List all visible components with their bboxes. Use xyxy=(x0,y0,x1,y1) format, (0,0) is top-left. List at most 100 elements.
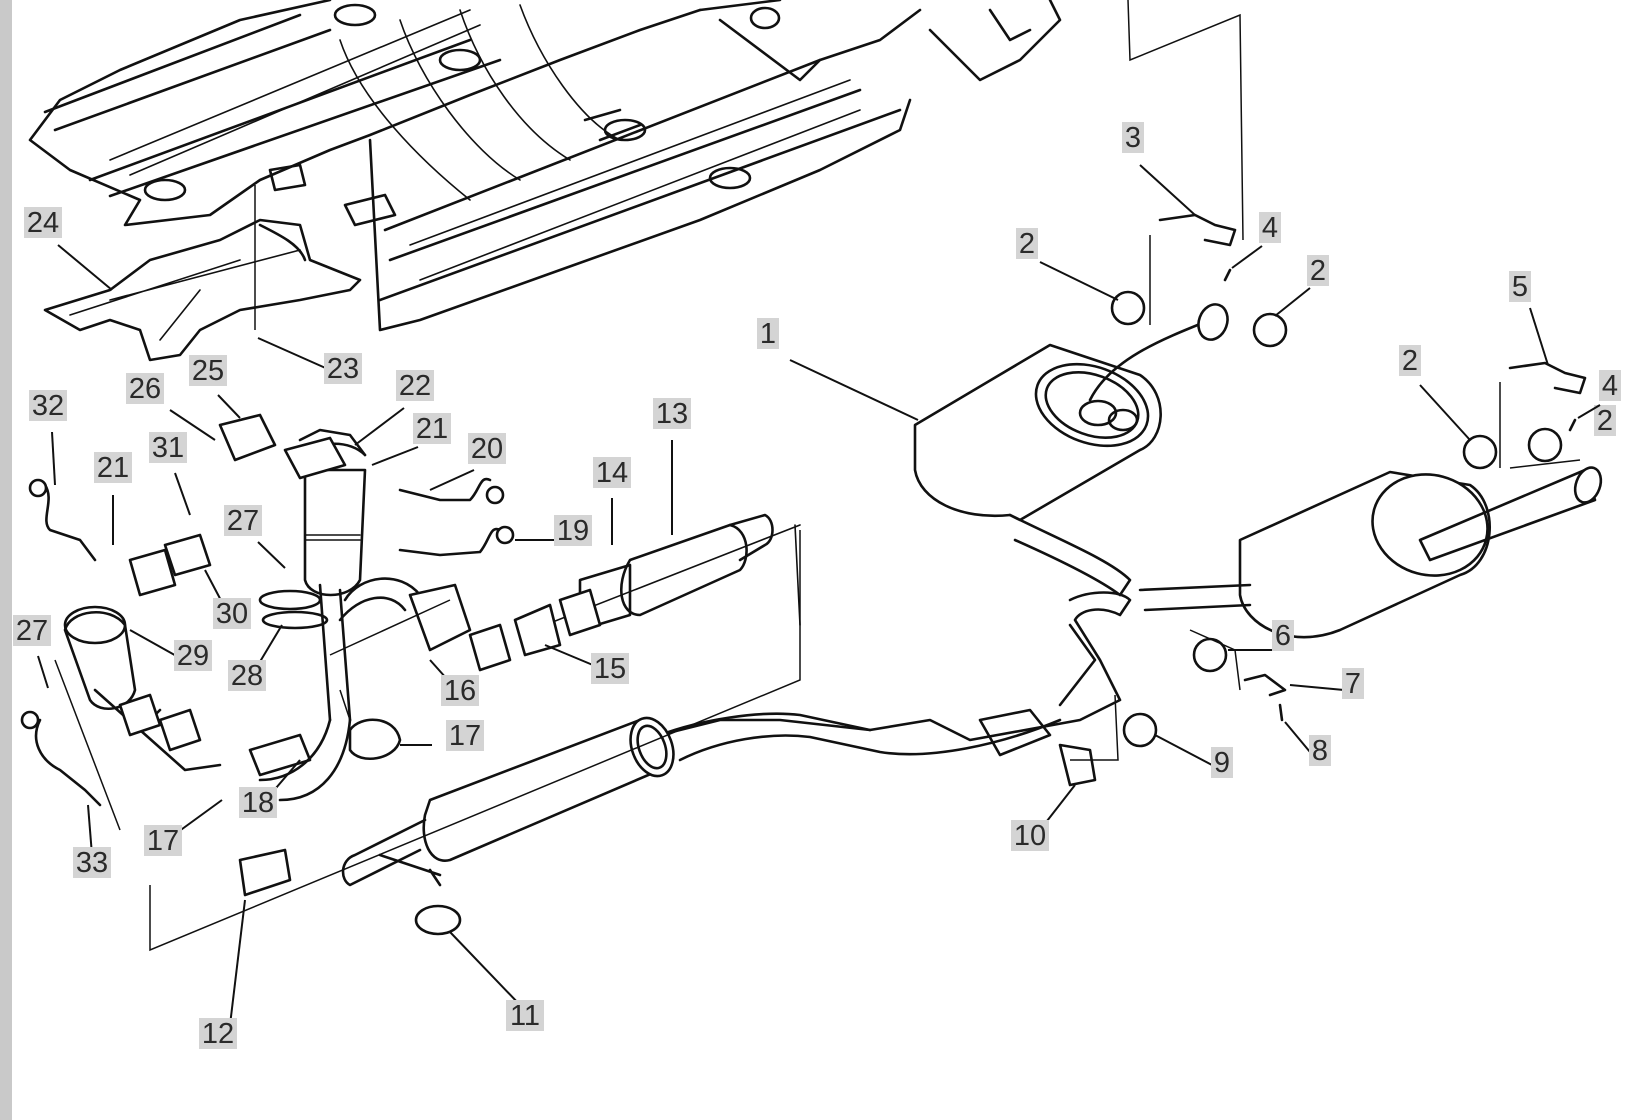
callout-c2d: 2 xyxy=(1597,405,1613,437)
callout-c23: 23 xyxy=(327,353,359,385)
hangers xyxy=(1058,213,1587,787)
callout-c25: 25 xyxy=(192,355,224,387)
callout-leader-c8 xyxy=(1284,721,1311,753)
callout-c27a: 27 xyxy=(227,505,259,537)
callout-bg-c17a xyxy=(446,720,484,751)
callout-leader-c21a xyxy=(371,446,419,466)
left-edge-strip xyxy=(0,0,12,1120)
callout-bg-c21b xyxy=(94,452,132,483)
callout-c6: 6 xyxy=(1275,620,1291,652)
callout-bg-c22 xyxy=(396,370,434,401)
callout-leader-c4b xyxy=(1577,404,1601,419)
callout-bg-c27b xyxy=(13,615,51,646)
callout-leader-c22 xyxy=(354,407,405,446)
callout-leader-c20 xyxy=(429,469,475,491)
callout-leader-c32 xyxy=(51,431,56,486)
callout-leader-c27b xyxy=(37,655,49,689)
callout-c33: 33 xyxy=(76,847,108,879)
callout-leader-c33 xyxy=(87,804,93,856)
callout-bg-c19 xyxy=(554,515,592,546)
callout-c14: 14 xyxy=(596,457,628,489)
oxygen-sensors xyxy=(20,477,515,807)
y-pipe-assembly xyxy=(658,513,1252,757)
callout-c20: 20 xyxy=(471,433,503,465)
callout-bg-c2c xyxy=(1399,345,1421,376)
callout-c11: 11 xyxy=(510,1000,540,1032)
heat-shield xyxy=(43,218,362,362)
callout-c22: 22 xyxy=(399,370,431,402)
callout-leader-c12 xyxy=(229,899,246,1026)
callout-c31: 31 xyxy=(152,432,184,464)
callout-c27b: 27 xyxy=(16,615,48,647)
callout-c29: 29 xyxy=(177,640,209,672)
callout-bg-c6 xyxy=(1272,620,1294,651)
callout-c13: 13 xyxy=(656,398,688,430)
callout-leader-c11 xyxy=(449,931,521,1006)
callout-bg-c14 xyxy=(593,457,631,488)
callout-leader-c7 xyxy=(1289,684,1345,691)
callout-c9: 9 xyxy=(1214,747,1230,779)
callout-c2b: 2 xyxy=(1310,255,1326,287)
callout-leader-c2b xyxy=(1274,287,1311,317)
callout-labels: 1222234456789101112131415161717181920212… xyxy=(13,122,1621,1050)
callout-leader-c31 xyxy=(174,472,191,516)
callout-bg-c3 xyxy=(1122,122,1144,153)
callout-bg-c20 xyxy=(468,433,506,464)
callout-bg-c8 xyxy=(1309,735,1331,766)
callout-c12: 12 xyxy=(202,1018,234,1050)
callout-bg-c9 xyxy=(1211,747,1233,778)
callout-bg-c11 xyxy=(506,1000,544,1031)
callout-bg-c5 xyxy=(1509,271,1531,302)
callout-bg-c4b xyxy=(1599,370,1621,401)
callout-leader-c2c xyxy=(1419,384,1471,441)
callout-c10: 10 xyxy=(1014,820,1046,852)
callout-c21b: 21 xyxy=(97,452,129,484)
callout-bg-c28 xyxy=(228,660,266,691)
callout-leader-c25 xyxy=(217,394,241,419)
callout-leader-c15 xyxy=(544,644,601,669)
floor-pan xyxy=(28,0,1062,332)
callout-c2c: 2 xyxy=(1402,345,1418,377)
callout-leader-c3 xyxy=(1139,164,1196,216)
callout-bg-c16 xyxy=(441,675,479,706)
callout-c15: 15 xyxy=(594,653,626,685)
callout-leader-c24 xyxy=(57,244,113,291)
catalytic-converter xyxy=(544,513,801,632)
callout-c30: 30 xyxy=(216,598,248,630)
callout-c4a: 4 xyxy=(1262,212,1278,244)
flanges-and-gaskets xyxy=(118,413,602,897)
resonator-assembly xyxy=(341,712,1062,936)
callout-bg-c23 xyxy=(324,353,362,384)
callout-bg-c2b xyxy=(1307,255,1329,286)
callout-bg-c4a xyxy=(1259,212,1281,243)
callout-leader-c26 xyxy=(169,409,216,441)
callout-bg-c31 xyxy=(149,432,187,463)
callout-bg-c7 xyxy=(1342,668,1364,699)
rear-muffler-lower xyxy=(1238,466,1603,639)
callout-bg-c2d xyxy=(1594,405,1616,436)
callout-c32: 32 xyxy=(32,390,64,422)
callout-c19: 19 xyxy=(557,515,589,547)
reference-lines xyxy=(54,0,1581,952)
callout-bg-c17b xyxy=(144,825,182,856)
callout-bg-c10 xyxy=(1011,820,1049,851)
callout-bg-c32 xyxy=(29,390,67,421)
callout-c21a: 21 xyxy=(416,413,448,445)
callout-c2a: 2 xyxy=(1019,228,1035,260)
callout-bg-c33 xyxy=(73,847,111,878)
callout-bg-c29 xyxy=(174,640,212,671)
callout-bg-c2a xyxy=(1016,228,1038,259)
callout-c28: 28 xyxy=(231,660,263,692)
callout-leader-c23 xyxy=(257,337,331,371)
callout-c7: 7 xyxy=(1345,668,1361,700)
callout-c24: 24 xyxy=(27,207,59,239)
callout-bg-c26 xyxy=(126,373,164,404)
callout-leader-c5 xyxy=(1529,307,1549,366)
callout-c17b: 17 xyxy=(147,825,179,857)
callout-leader-c1 xyxy=(789,359,919,421)
callout-c5: 5 xyxy=(1512,271,1528,303)
callout-bg-c13 xyxy=(653,398,691,429)
callout-c1: 1 xyxy=(760,318,776,350)
callout-bg-c25 xyxy=(189,355,227,386)
callout-leader-c27a xyxy=(257,541,286,569)
